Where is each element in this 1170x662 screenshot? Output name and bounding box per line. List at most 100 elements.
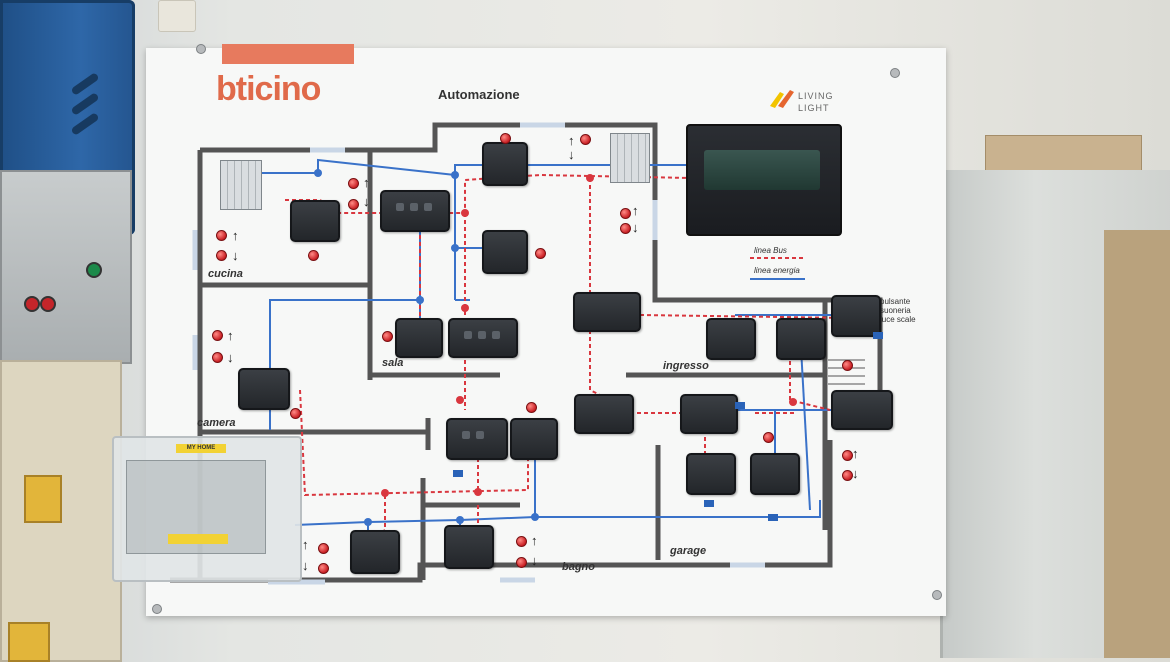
- my-home-label: MY HOME: [176, 444, 226, 453]
- logo-bar: [222, 44, 354, 64]
- blue-label: [768, 514, 778, 521]
- device-module[interactable]: [448, 318, 518, 358]
- junction-dots: [314, 169, 804, 526]
- arrow-up-icon: ↑: [232, 228, 239, 243]
- note-line-1: pulsante: [880, 297, 911, 306]
- room-label-camera: camera: [197, 417, 236, 429]
- device-module[interactable]: [238, 368, 290, 410]
- lamp-icon: [842, 360, 853, 371]
- lamp-icon: [842, 450, 853, 461]
- arrow-down-icon: ↓: [852, 466, 859, 481]
- arrow-up-icon: ↑: [531, 533, 538, 548]
- device-module[interactable]: [446, 418, 508, 460]
- room-label-sala: sala: [382, 357, 404, 369]
- lamp-icon: [763, 432, 774, 443]
- lamp-icon: [308, 250, 319, 261]
- room-label-garage: garage: [670, 545, 707, 557]
- device-module[interactable]: [290, 200, 340, 242]
- legend-energy: linea energia: [754, 266, 800, 275]
- device-module[interactable]: [686, 453, 736, 495]
- arrow-up-icon: ↑: [227, 328, 234, 343]
- lamp-icon: [318, 563, 329, 574]
- yellow-socket: [8, 622, 50, 662]
- living-light-logo-icon: [770, 90, 794, 108]
- device-module[interactable]: [680, 394, 738, 434]
- lamp-icon: [516, 557, 527, 568]
- device-module[interactable]: [706, 318, 756, 360]
- device-module[interactable]: [573, 292, 641, 332]
- lamp-icon: [290, 408, 301, 419]
- central-unit-display: [704, 150, 820, 190]
- room-label-bagno: bagno: [562, 561, 595, 573]
- arrow-down-icon: ↓: [363, 194, 370, 209]
- device-module[interactable]: [510, 418, 558, 460]
- arrow-down-icon: ↓: [568, 147, 575, 162]
- din-relay: [610, 133, 650, 183]
- device-module[interactable]: [395, 318, 443, 358]
- arrow-down-icon: ↓: [632, 220, 639, 235]
- device-module[interactable]: [444, 525, 494, 569]
- din-relay: [220, 160, 262, 210]
- brand-logo: bticino: [216, 70, 321, 108]
- panel-knob: [40, 296, 56, 312]
- note-pulsante: pulsante suoneria luce scale: [880, 297, 916, 324]
- lamp-icon: [580, 134, 591, 145]
- lamp-icon: [382, 331, 393, 342]
- lamp-icon: [620, 223, 631, 234]
- lamp-icon: [216, 250, 227, 261]
- blue-label: [704, 500, 714, 507]
- lamp-icon: [212, 330, 223, 341]
- arrow-up-icon: ↑: [852, 446, 859, 461]
- lamp-icon: [516, 536, 527, 547]
- board-title: Automazione: [438, 87, 520, 102]
- arrow-up-icon: ↑: [302, 537, 309, 552]
- yellow-socket: [24, 475, 62, 523]
- wall-light-switch: [158, 0, 196, 32]
- blue-label: [735, 402, 745, 409]
- panel-knob: [86, 262, 102, 278]
- device-module[interactable]: [350, 530, 400, 574]
- panel-knob: [24, 296, 40, 312]
- device-module[interactable]: [776, 318, 826, 360]
- device-module[interactable]: [482, 142, 528, 186]
- lamp-icon: [348, 199, 359, 210]
- device-module[interactable]: [482, 230, 528, 274]
- lamp-icon: [535, 248, 546, 259]
- lamp-icon: [842, 470, 853, 481]
- cabinet-glass-door: [1100, 230, 1170, 658]
- bus-lines: [285, 173, 851, 541]
- living-line-1: LIVING: [798, 91, 834, 101]
- device-module[interactable]: [750, 453, 800, 495]
- living-line-2: LIGHT: [798, 103, 830, 113]
- note-line-3: luce scale: [880, 315, 916, 324]
- device-module[interactable]: [831, 390, 893, 430]
- lamp-icon: [318, 543, 329, 554]
- blue-label: [873, 332, 883, 339]
- device-module[interactable]: [574, 394, 634, 434]
- arrow-up-icon: ↑: [632, 203, 639, 218]
- lamp-icon: [212, 352, 223, 363]
- arrow-down-icon: ↓: [531, 553, 538, 568]
- arrow-up-icon: ↑: [568, 133, 575, 148]
- arrow-up-icon: ↑: [363, 175, 370, 190]
- screw: [196, 44, 206, 54]
- arrow-down-icon: ↓: [302, 558, 309, 573]
- screw: [890, 68, 900, 78]
- room-label-ingresso: ingresso: [663, 360, 709, 372]
- lamp-icon: [620, 208, 631, 219]
- enclosure-tag: [168, 534, 228, 544]
- room-label-cucina: cucina: [208, 268, 243, 280]
- legend-bus: linea Bus: [754, 246, 787, 255]
- lamp-icon: [348, 178, 359, 189]
- note-line-2: suoneria: [880, 306, 911, 315]
- lamp-icon: [500, 133, 511, 144]
- screw: [932, 590, 942, 600]
- lamp-icon: [216, 230, 227, 241]
- device-module[interactable]: [831, 295, 881, 337]
- lamp-icon: [526, 402, 537, 413]
- arrow-down-icon: ↓: [227, 350, 234, 365]
- screw: [152, 604, 162, 614]
- arrow-down-icon: ↓: [232, 248, 239, 263]
- doors: [192, 122, 765, 585]
- device-module[interactable]: [380, 190, 450, 232]
